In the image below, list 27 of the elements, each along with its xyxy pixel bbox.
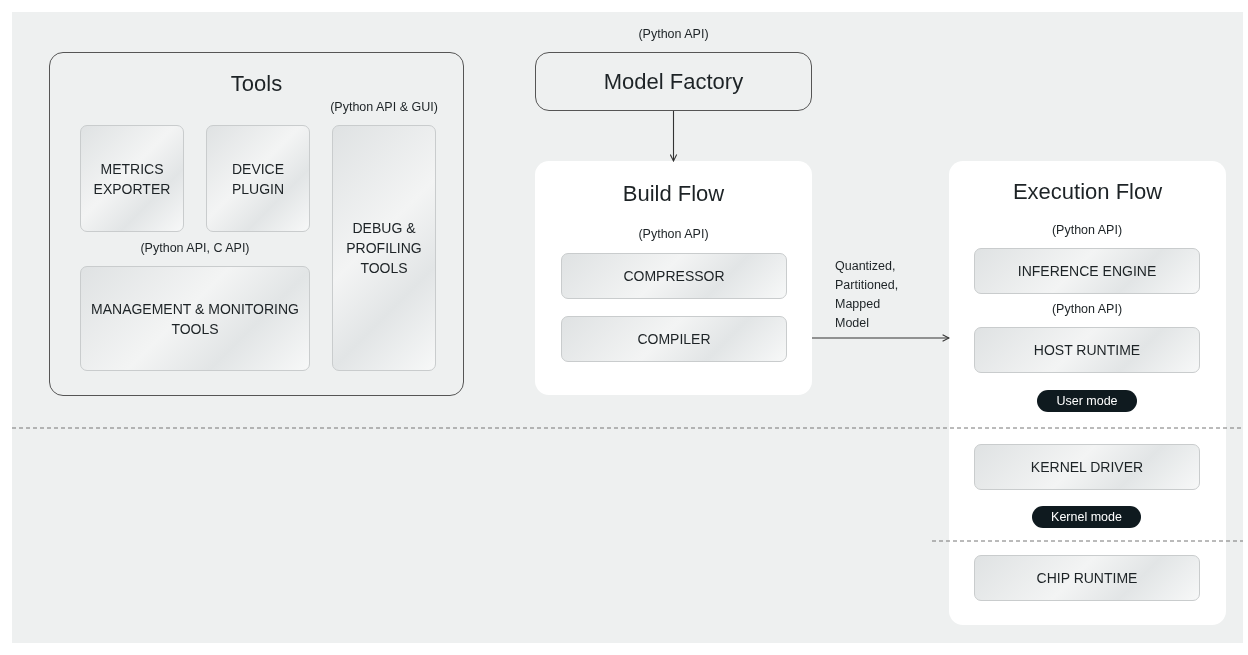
api-note: (Python API & GUI): [329, 100, 439, 114]
group-title: Build Flow: [621, 181, 726, 207]
process-box: KERNEL DRIVER: [974, 444, 1200, 490]
process-box: CHIP RUNTIME: [974, 555, 1200, 601]
group-card: [535, 161, 812, 395]
api-note: (Python API): [1050, 223, 1124, 237]
process-box: INFERENCE ENGINE: [974, 248, 1200, 294]
process-box: COMPILER: [561, 316, 787, 362]
arrow: [669, 110, 678, 162]
api-note: (Python API): [1050, 302, 1124, 316]
process-box: MANAGEMENT & MONITORING TOOLS: [80, 266, 310, 371]
box-title: Model Factory: [603, 68, 744, 95]
process-box: COMPRESSOR: [561, 253, 787, 299]
process-box: DEVICE PLUGIN: [206, 125, 310, 232]
process-box: DEBUG & PROFILING TOOLS: [332, 125, 436, 371]
group-card: [949, 161, 1226, 625]
mode-badge: Kernel mode: [1032, 506, 1141, 528]
api-note: (Python API): [637, 27, 710, 41]
group-title: Tools: [229, 71, 284, 97]
api-note: (Python API): [637, 227, 710, 241]
group-title: Execution Flow: [1011, 179, 1164, 205]
process-box: HOST RUNTIME: [974, 327, 1200, 373]
group-frame: [535, 52, 812, 111]
group-frame: [49, 52, 464, 396]
process-box: METRICS EXPORTER: [80, 125, 184, 232]
mode-badge: User mode: [1037, 390, 1137, 412]
arrow: [811, 334, 950, 342]
